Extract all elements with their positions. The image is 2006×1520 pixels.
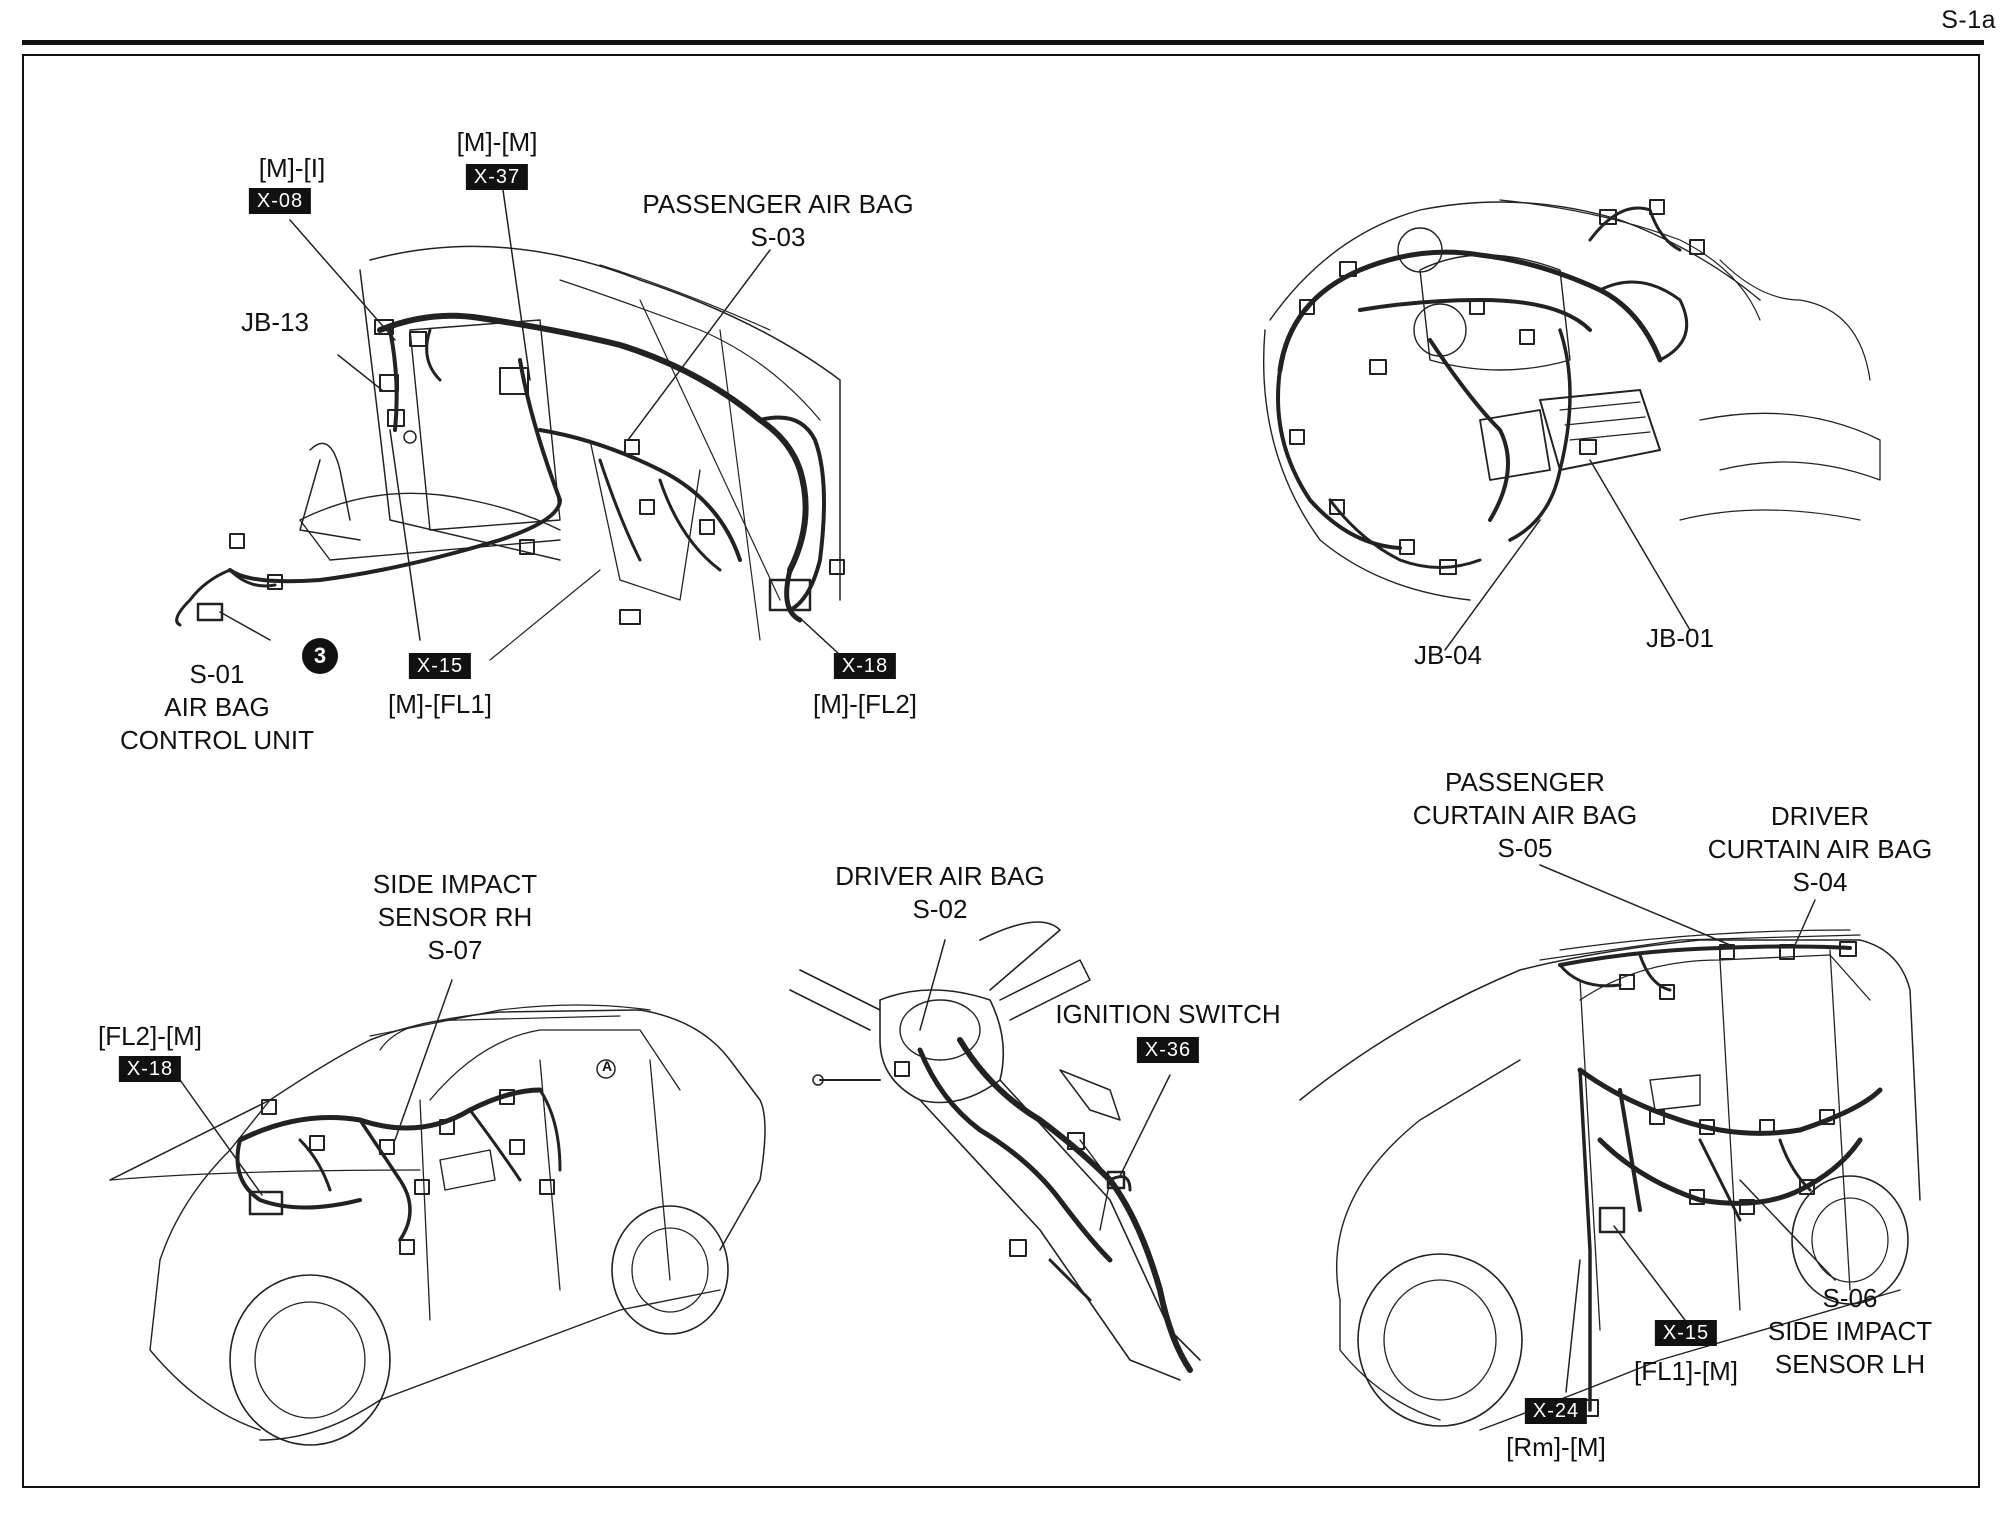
ground-badge-3: 3 (302, 638, 338, 674)
x18-connector-code: [M]-[FL2] (812, 689, 918, 719)
side-impact-sensor-lh-label: S-06 SIDE IMPACT SENSOR LH (1767, 1283, 1933, 1379)
x15-lh-connector-code: [FL1]-[M] (1633, 1356, 1739, 1386)
x15-connector-code: [M]-[FL1] (387, 689, 493, 719)
steering-column-drawing (789, 921, 1201, 1381)
vehicle-rh-drawing (109, 979, 766, 1446)
air-bag-control-unit-label: S-01 AIR BAG CONTROL UNIT (119, 659, 315, 755)
diagram-frame (22, 54, 1980, 1488)
driver-curtain-air-bag-label: DRIVER CURTAIN AIR BAG S-04 (1707, 801, 1933, 897)
vehicle-lh-drawing (1299, 864, 1921, 1431)
x08-tag: X-08 (248, 188, 312, 214)
x08-connector-code: [M]-[I] (258, 153, 326, 183)
driver-air-bag-label: DRIVER AIR BAG S-02 (835, 861, 1045, 924)
jb01-label: JB-01 (1646, 623, 1714, 653)
x15-lh-tag: X-15 (1654, 1320, 1718, 1346)
x24-tag: X-24 (1524, 1398, 1588, 1424)
x15-tag: X-15 (408, 653, 472, 679)
dashboard-harness-drawing (175, 189, 853, 667)
engine-bay-harness-drawing (1262, 199, 1881, 651)
jb04-label: JB-04 (1414, 640, 1482, 670)
x18-tag: X-18 (833, 653, 897, 679)
x37-tag: X-37 (465, 164, 529, 190)
ignition-switch-label: IGNITION SWITCH (1055, 999, 1281, 1029)
x18-rh-connector-code: [FL2]-[M] (97, 1021, 203, 1051)
side-impact-sensor-rh-label: SIDE IMPACT SENSOR RH S-07 (372, 869, 538, 965)
x37-connector-code: [M]-[M] (456, 127, 538, 157)
reference-badge-a: A (601, 1058, 613, 1074)
x18-rh-tag: X-18 (118, 1056, 182, 1082)
passenger-air-bag-label: PASSENGER AIR BAG S-03 (642, 189, 914, 252)
jb13-label: JB-13 (241, 307, 309, 337)
passenger-curtain-air-bag-label: PASSENGER CURTAIN AIR BAG S-05 (1412, 767, 1638, 863)
x24-connector-code: [Rm]-[M] (1506, 1432, 1606, 1462)
page-label: S-1a (1941, 6, 1996, 34)
x36-tag: X-36 (1136, 1037, 1200, 1063)
header-rule (22, 40, 1984, 45)
